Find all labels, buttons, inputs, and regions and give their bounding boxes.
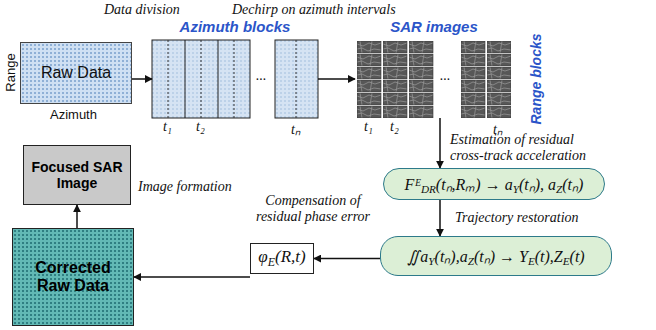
estimation-box: FᴱDR(tₙ,Rₘ) → aY(tₙ), aZ(tₙ) — [383, 168, 605, 200]
azimuth-block-group — [152, 40, 250, 118]
tick-label: ... — [256, 68, 267, 84]
sar-image-grid: SAR images — [355, 40, 513, 118]
group-heading: SAR images — [335, 18, 533, 35]
flow-arrow — [132, 78, 152, 80]
group-heading: Azimuth blocks — [132, 18, 338, 35]
flow-arrow — [76, 205, 78, 228]
axis-label: Range blocks — [528, 29, 544, 129]
tick-label: t₁ — [364, 119, 373, 135]
node-text: Corrected Raw Data — [17, 259, 129, 295]
node-text: φE(R,t) — [258, 247, 305, 270]
flow-arrow — [318, 78, 355, 80]
block-center-line — [234, 40, 235, 118]
node-text: Raw Data — [41, 64, 111, 82]
azimuth-block-fill — [275, 40, 318, 118]
tick-label: t₂ — [390, 119, 399, 135]
raw-data-box: Raw Data — [20, 42, 132, 104]
tick-label: t₂ — [196, 119, 205, 135]
block-divider — [218, 40, 219, 118]
block-center-line — [168, 40, 169, 118]
azimuth-block-fill — [152, 40, 250, 118]
block-center-line — [201, 40, 202, 118]
axis-label: Range — [3, 51, 18, 95]
flow-arrow — [134, 276, 250, 278]
phase-error-box: φE(R,t) — [250, 243, 314, 274]
flow-arrow — [314, 258, 380, 260]
corrected-data-box: Corrected Raw Data — [12, 228, 134, 326]
step-label: Compensation of residual phase error — [246, 193, 380, 225]
step-label: Data division — [104, 2, 180, 18]
focused-image-box: Focused SAR Image — [23, 145, 131, 205]
step-label: Trajectory restoration — [455, 210, 579, 226]
tick-label: Azimuth — [50, 107, 97, 122]
azimuth-blocks: Azimuth blocks — [152, 40, 318, 118]
azimuth-block-last — [275, 40, 318, 118]
block-center-line — [296, 40, 297, 118]
tick-label: t₁ — [163, 119, 172, 135]
grid-gap — [434, 38, 461, 122]
step-label: Dechirp on azimuth intervals — [232, 2, 396, 18]
block-divider — [185, 40, 186, 118]
node-text: ∬aY(tₙ),aZ(tₙ) → YE(t),ZE(t) — [407, 245, 584, 267]
step-label: Image formation — [138, 179, 232, 195]
integration-box: ∬aY(tₙ),aZ(tₙ) → YE(t),ZE(t) — [380, 236, 612, 276]
node-text: FᴱDR(tₙ,Rₘ) → aY(tₙ), aZ(tₙ) — [405, 173, 584, 195]
flow-arrow — [439, 118, 441, 168]
node-text: Focused SAR Image — [27, 159, 127, 191]
flow-arrow — [439, 200, 441, 236]
tick-label: ... — [440, 68, 451, 84]
tick-label: tₙ — [291, 119, 301, 138]
step-label: Estimation of residual cross-track accel… — [450, 132, 600, 164]
